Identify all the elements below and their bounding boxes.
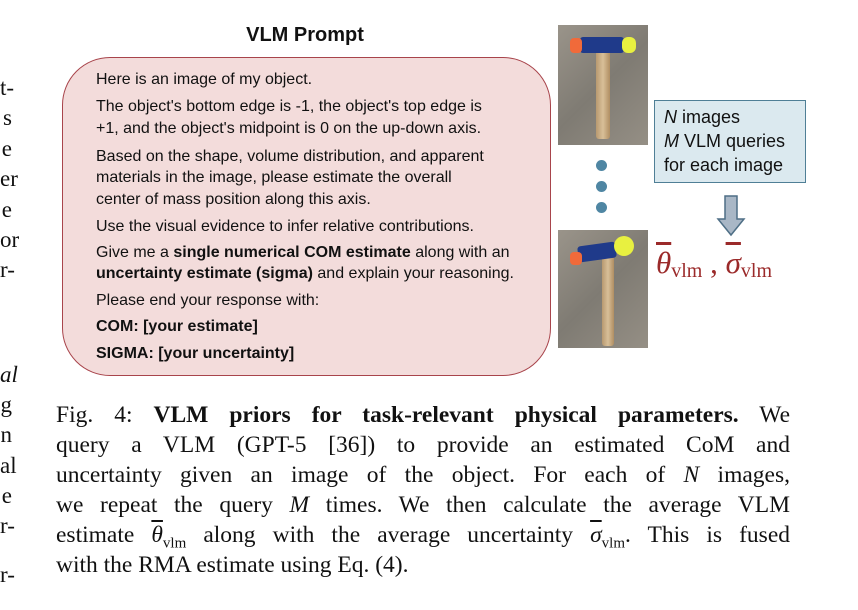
- text-fragment: s: [3, 105, 12, 130]
- prompt-line: materials in the image, please estimate …: [96, 169, 452, 186]
- prompt-line: COM: [your estimate]: [96, 318, 258, 335]
- prompt-text: along with an: [410, 244, 510, 261]
- figure-title: VLM Prompt: [246, 24, 364, 46]
- prompt-text: Give me a: [96, 244, 174, 261]
- text-fragment: e: [1, 197, 12, 222]
- hammer-photo: [558, 230, 648, 348]
- caption-line: we repeat the query M times. We then cal…: [56, 490, 790, 520]
- subscript: vlm: [162, 535, 187, 552]
- sigma-bar-symbol: σ: [725, 245, 741, 280]
- m-variable: M: [289, 492, 310, 518]
- prompt-text: and explain your reasoning.: [312, 265, 514, 282]
- prompt-line: uncertainty estimate (sigma) and explain…: [96, 263, 514, 284]
- prompt-line: Use the visual evidence to infer relativ…: [96, 218, 474, 235]
- prompt-line: The object's bottom edge is -1, the obje…: [96, 98, 482, 115]
- prompt-line: +1, and the object's midpoint is 0 on th…: [96, 120, 482, 137]
- caption-text: uncertainty given an image of the object…: [56, 462, 684, 488]
- theta-bar-symbol: θ: [656, 245, 672, 280]
- prompt-bold-text: single numerical COM estimate: [173, 244, 411, 261]
- prompt-line: Here is an image of my object.: [96, 71, 313, 88]
- text-fragment: t-: [0, 75, 15, 100]
- prompt-box: [62, 57, 551, 376]
- text-fragment: g: [0, 392, 13, 417]
- caption-text: . This is fused: [625, 522, 790, 548]
- subscript: vlm: [740, 260, 773, 282]
- prompt-line: SIGMA: [your uncertainty]: [96, 345, 295, 362]
- prompt-line: Based on the shape, volume distribution,…: [96, 148, 484, 165]
- ellipsis-dot: [596, 181, 607, 192]
- separator: ,: [702, 245, 726, 280]
- caption-line: query a VLM (GPT-5 [36]) to provide an e…: [56, 432, 790, 458]
- text-fragment: r-: [0, 257, 15, 282]
- caption-text: estimate: [56, 522, 152, 548]
- down-arrow-icon: [716, 195, 746, 237]
- subscript: vlm: [671, 260, 703, 282]
- subscript: vlm: [601, 535, 626, 552]
- caption-text: We: [738, 402, 790, 428]
- info-box: N images M VLM queries for each image: [654, 100, 806, 183]
- caption-line: with the RMA estimate using Eq. (4).: [56, 552, 409, 578]
- caption-text: images,: [699, 462, 790, 488]
- text-fragment: er: [0, 166, 18, 191]
- output-formula: θvlm , σvlm: [656, 245, 772, 283]
- caption-text: times. We then calculate the average VLM: [309, 492, 790, 518]
- text-fragment: r-: [0, 513, 15, 538]
- hammer-photo: [558, 25, 648, 145]
- info-line: N images: [664, 105, 805, 129]
- text-fragment: al: [0, 362, 18, 387]
- m-variable: M: [664, 131, 679, 151]
- prompt-line: Please end your response with:: [96, 292, 320, 309]
- prompt-line: Give me a single numerical COM estimate …: [96, 242, 510, 263]
- prompt-bold-text: uncertainty estimate (sigma): [96, 265, 313, 282]
- caption-line: estimate θvlm along with the average unc…: [56, 520, 790, 559]
- prompt-line: center of mass position along this axis.: [96, 191, 371, 208]
- text-fragment: n: [0, 422, 13, 447]
- caption-title: VLM priors for task-relevant physical pa…: [153, 402, 739, 428]
- n-variable: N: [664, 107, 677, 127]
- caption-text: we repeat the query: [56, 492, 290, 518]
- text-fragment: or: [0, 227, 20, 252]
- text-fragment: r-: [0, 562, 15, 587]
- n-variable: N: [683, 462, 700, 488]
- sigma-bar-symbol: σ: [590, 522, 602, 548]
- text-fragment: e: [1, 483, 12, 508]
- caption-line: Fig. 4: VLM priors for task-relevant phy…: [56, 400, 790, 430]
- theta-bar-symbol: θ: [151, 522, 163, 548]
- info-line: for each image: [664, 155, 784, 175]
- info-text: VLM queries: [679, 131, 786, 151]
- ellipsis-dot: [596, 160, 607, 171]
- text-fragment: e: [1, 136, 12, 161]
- caption-line: uncertainty given an image of the object…: [56, 460, 790, 490]
- caption-label: Fig. 4:: [56, 402, 154, 428]
- text-fragment: al: [0, 453, 17, 478]
- caption-text: along with the average uncertainty: [186, 522, 591, 548]
- info-line: M VLM queries: [664, 129, 805, 153]
- ellipsis-dot: [596, 202, 607, 213]
- info-text: images: [677, 107, 741, 127]
